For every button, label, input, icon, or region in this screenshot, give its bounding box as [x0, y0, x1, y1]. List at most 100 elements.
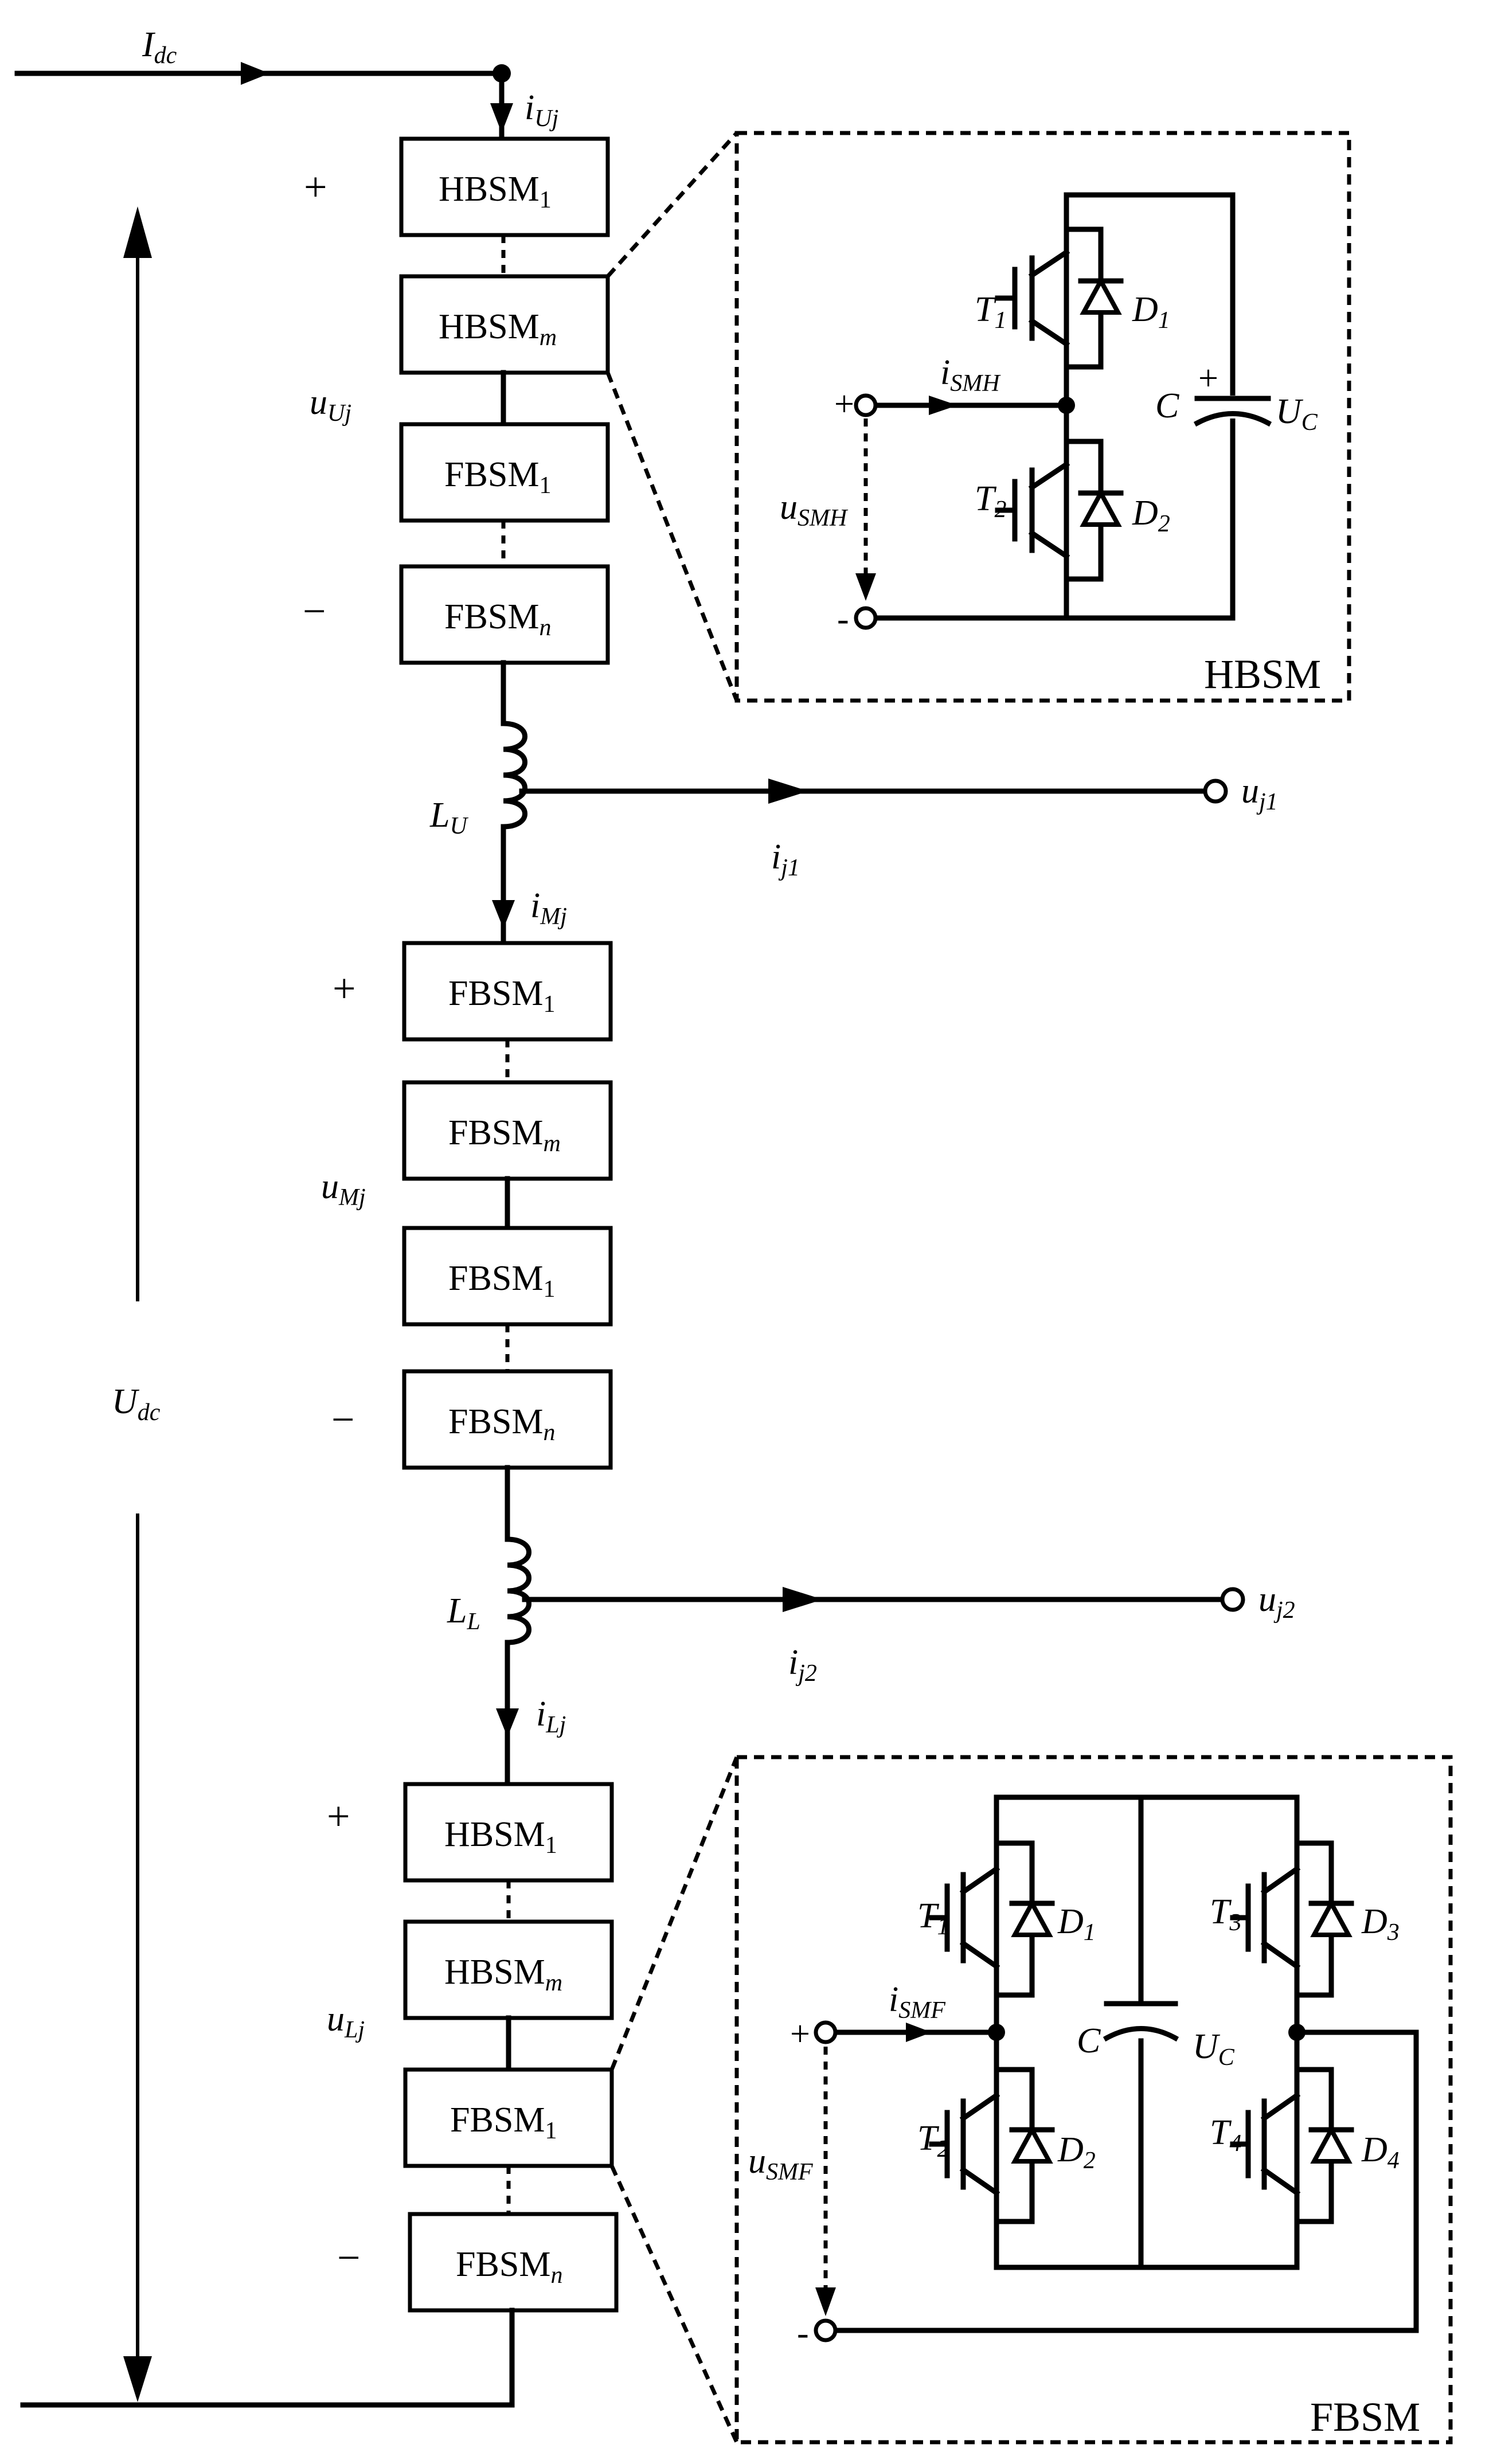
middle-fbsm-n-label: FBSMn — [448, 1402, 555, 1446]
fbsm-ism-label: iSMF — [889, 1980, 945, 2024]
fbsm-t4-label: T4 — [1210, 2113, 1241, 2157]
upper-minus: − — [303, 588, 326, 634]
fbsm-d3-label: D3 — [1361, 1902, 1400, 1946]
hbsm-t1-d1 — [995, 226, 1124, 370]
middle-fbsm-1b-label: FBSM1 — [448, 1259, 555, 1303]
hbsm-d2-label: D2 — [1132, 494, 1170, 537]
idc-label: Idc — [142, 25, 177, 69]
hbsm-mid-node — [1058, 397, 1075, 414]
ij2-arrow — [783, 1587, 823, 1612]
fbsm-d4-label: D4 — [1361, 2130, 1400, 2174]
hbsm-c-label: C — [1155, 386, 1179, 425]
hbsm-detail-frame — [734, 131, 1351, 703]
ij2-label: ij2 — [788, 1643, 817, 1687]
middle-fbsm-n — [402, 1369, 613, 1470]
ilj-label: iLj — [536, 1695, 566, 1738]
fbsm-t1-d1 — [929, 1840, 1055, 1998]
lower-fbsm-1 — [403, 2067, 614, 2168]
imj-label: iMj — [530, 886, 567, 930]
hbsm-t2-d2 — [995, 439, 1124, 582]
fbsm-minus-terminal — [814, 2318, 838, 2342]
idc-arrow — [241, 62, 269, 85]
iuj-arrow — [490, 103, 513, 133]
fbsm-capacitor — [1103, 2001, 1179, 2042]
lower-hbsm-m — [403, 1919, 614, 2020]
udc-arrow-down — [123, 2356, 152, 2402]
hbsm-cap-plus: + — [1198, 359, 1218, 398]
fbsm-usm-arrow — [815, 2287, 836, 2316]
udc-label: Udc — [112, 1382, 161, 1426]
fbsm-t1-label: T1 — [917, 1896, 949, 1940]
fbsm-detail-frame — [734, 1755, 1453, 2445]
fbsm-d1-label: D1 — [1057, 1902, 1096, 1946]
hbsm-detail-title: HBSM — [1204, 651, 1321, 697]
upper-hbsm-m — [399, 274, 610, 375]
fbsm-d2-label: D2 — [1057, 2130, 1096, 2174]
hbsm-usm-arrow — [855, 573, 876, 601]
fbsm-detail-title: FBSM — [1310, 2394, 1420, 2440]
lower-hbsm-1-label: HBSM1 — [444, 1815, 557, 1859]
hbsm-ism-label: iSMH — [940, 353, 1001, 397]
iuj-label: iUj — [525, 88, 558, 132]
upper-fbsm-1 — [399, 422, 610, 523]
uj2-terminal — [1220, 1587, 1245, 1612]
lower-minus: − — [337, 2235, 361, 2281]
fbsm-uc-label: UC — [1193, 2027, 1235, 2071]
fbsm-zoom-line-bottom — [609, 2165, 739, 2443]
lu-label: LU — [429, 796, 468, 839]
hbsm-uc-label: UC — [1276, 392, 1318, 436]
uj2-label: uj2 — [1258, 1580, 1295, 1624]
hbsm-d1-label: D1 — [1132, 290, 1170, 334]
ll-inductor — [505, 1536, 531, 1645]
ulj-label: uLj — [327, 2000, 365, 2043]
upper-fbsm-n-label: FBSMn — [444, 597, 551, 641]
upper-hbsm-1 — [399, 136, 610, 237]
hbsm-capacitor — [1193, 396, 1273, 427]
hbsm-zoom-line-bottom — [605, 371, 739, 702]
fbsm-t2-label: T2 — [917, 2119, 949, 2162]
middle-minus: − — [331, 1397, 355, 1442]
fbsm-t4-d4 — [1230, 2067, 1354, 2224]
ll-label: LL — [447, 1591, 480, 1635]
middle-fbsm-m-label: FBSMm — [448, 1113, 561, 1157]
uuj-label: uUj — [310, 383, 351, 427]
ij1-label: ij1 — [771, 838, 800, 881]
middle-fbsm-1a-label: FBSM1 — [448, 974, 555, 1018]
fbsm-right-return — [823, 2029, 1419, 2333]
lu-inductor — [501, 721, 527, 830]
udc-arrow-up — [123, 206, 152, 258]
uj1-label: uj1 — [1241, 772, 1278, 815]
middle-fbsm-1b — [402, 1226, 613, 1327]
lower-plus: + — [327, 1793, 350, 1839]
hbsm-ism-arrow — [929, 396, 957, 415]
imj-arrow — [492, 900, 515, 929]
ij1-arrow — [768, 779, 808, 804]
lower-fbsm-1-label: FBSM1 — [450, 2101, 557, 2144]
upper-plus: + — [304, 164, 327, 210]
fbsm-zoom-line-top — [609, 1756, 739, 2071]
fbsm-left-node — [988, 2024, 1005, 2041]
fbsm-minus: - — [797, 2314, 809, 2353]
hbsm-t1-label: T1 — [975, 290, 1006, 334]
fbsm-t3-d3 — [1230, 1840, 1354, 1998]
fbsm-usm-label: uSMF — [748, 2142, 813, 2185]
hbsm-t2-label: T2 — [975, 479, 1006, 523]
upper-hbsm-1-label: HBSM1 — [439, 170, 552, 213]
upper-fbsm-n — [399, 564, 610, 665]
hbsm-zoom-line-top — [606, 131, 738, 278]
bottom-wire — [20, 2307, 515, 2408]
umj-label: uMj — [321, 1167, 366, 1211]
hbsm-plus: + — [834, 385, 854, 424]
upper-hbsm-m-label: HBSMm — [439, 307, 557, 351]
hbsm-plus-terminal — [854, 393, 878, 417]
fbsm-plus: + — [790, 2015, 810, 2054]
upper-fbsm-1-label: FBSM1 — [444, 455, 551, 499]
hbsm-usm-label: uSMH — [780, 488, 849, 531]
middle-fbsm-1a — [402, 941, 613, 1042]
fbsm-ism-arrow — [906, 2023, 932, 2042]
hbsm-minus-terminal — [854, 606, 878, 630]
lower-fbsm-n — [408, 2212, 619, 2313]
uj1-terminal — [1203, 779, 1228, 804]
fbsm-t2-d2 — [929, 2067, 1055, 2224]
